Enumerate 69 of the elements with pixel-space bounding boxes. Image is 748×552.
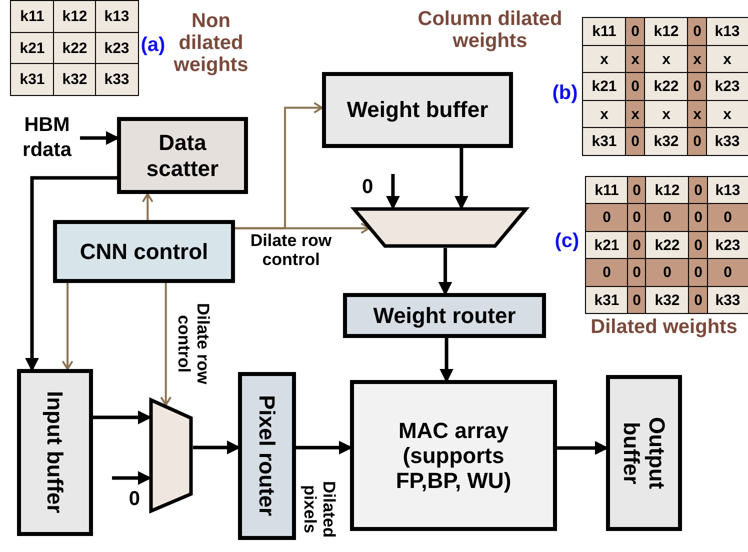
weight-cell: 0 bbox=[585, 203, 628, 232]
weight-cell: 0 bbox=[625, 127, 646, 156]
block-label: Output buffer bbox=[618, 416, 670, 492]
weight-cell: 0 bbox=[645, 258, 690, 288]
weight-cell: x bbox=[706, 44, 748, 74]
weight-cell: k22 bbox=[53, 32, 96, 65]
weight-cell: k33 bbox=[95, 63, 138, 96]
weight-cell: 0 bbox=[707, 258, 748, 288]
weight-cell: k13 bbox=[95, 0, 138, 34]
weight-cell: 0 bbox=[645, 203, 690, 232]
input-label: HBM rdata bbox=[14, 110, 80, 166]
weights-caption: Column dilated weights bbox=[416, 8, 564, 52]
block-box bbox=[322, 72, 513, 148]
block-label: Weight buffer bbox=[346, 97, 488, 123]
panel-letter: (b) bbox=[551, 82, 579, 104]
weight-cell: k21 bbox=[582, 72, 626, 102]
arrow bbox=[386, 174, 400, 210]
weight-cell: 0 bbox=[707, 203, 748, 232]
block-box bbox=[350, 380, 557, 531]
weight-cell: k23 bbox=[95, 32, 138, 65]
weight-cell: k23 bbox=[707, 230, 748, 260]
block-box bbox=[606, 375, 682, 531]
weight-cell: k32 bbox=[53, 63, 96, 96]
block-box bbox=[117, 117, 248, 194]
weight-cell: k22 bbox=[644, 72, 688, 102]
weight-cell: k32 bbox=[645, 286, 690, 314]
arrow bbox=[438, 248, 452, 296]
block-box bbox=[53, 220, 235, 283]
block-label: CNN control bbox=[80, 238, 208, 264]
block-label: Weight router bbox=[373, 302, 516, 328]
arrow bbox=[160, 283, 172, 406]
weight-cell: k31 bbox=[582, 127, 626, 156]
arrow bbox=[440, 338, 454, 383]
weight-cell: x bbox=[706, 100, 748, 129]
weight-cell: 0 bbox=[687, 127, 708, 156]
block-box bbox=[238, 372, 296, 540]
panel-letter: (a) bbox=[140, 34, 166, 56]
weight-cell: k13 bbox=[707, 176, 748, 205]
arrow bbox=[25, 176, 117, 372]
arrow bbox=[62, 283, 74, 370]
arrow bbox=[142, 193, 154, 220]
weight-cell: k31 bbox=[585, 286, 628, 314]
weight-cell: k31 bbox=[10, 63, 54, 96]
block-box bbox=[343, 293, 546, 338]
block-label: Input buffer bbox=[42, 391, 68, 514]
arrow bbox=[454, 148, 468, 210]
weight-cell: k33 bbox=[706, 127, 748, 156]
weight-cell: k11 bbox=[10, 0, 54, 34]
weight-cell: k11 bbox=[582, 17, 626, 46]
weight-cell: k13 bbox=[706, 17, 748, 46]
panel-letter: (c) bbox=[554, 230, 580, 252]
weight-cell: k21 bbox=[10, 32, 54, 65]
weights-caption: Dilated weights bbox=[590, 316, 738, 338]
block-label: MAC array (supports FP,BP, WU) bbox=[394, 418, 512, 494]
block-label: Pixel router bbox=[254, 395, 280, 517]
weight-cell: k23 bbox=[706, 72, 748, 102]
arrow bbox=[112, 470, 152, 485]
block-label: Data scatter bbox=[145, 130, 220, 181]
weight-cell: k12 bbox=[644, 17, 688, 46]
weight-cell: k33 bbox=[707, 286, 748, 314]
weight-cell: k32 bbox=[644, 127, 688, 156]
input-label: 0 bbox=[362, 174, 398, 200]
weight-cell: k12 bbox=[53, 0, 96, 34]
block-box bbox=[17, 369, 93, 536]
weights-caption: Non dilated weights bbox=[172, 10, 250, 76]
arrow bbox=[235, 222, 370, 234]
weight-cell: 0 bbox=[585, 258, 628, 288]
input-label: 0 bbox=[112, 470, 140, 512]
arrow bbox=[93, 410, 152, 424]
